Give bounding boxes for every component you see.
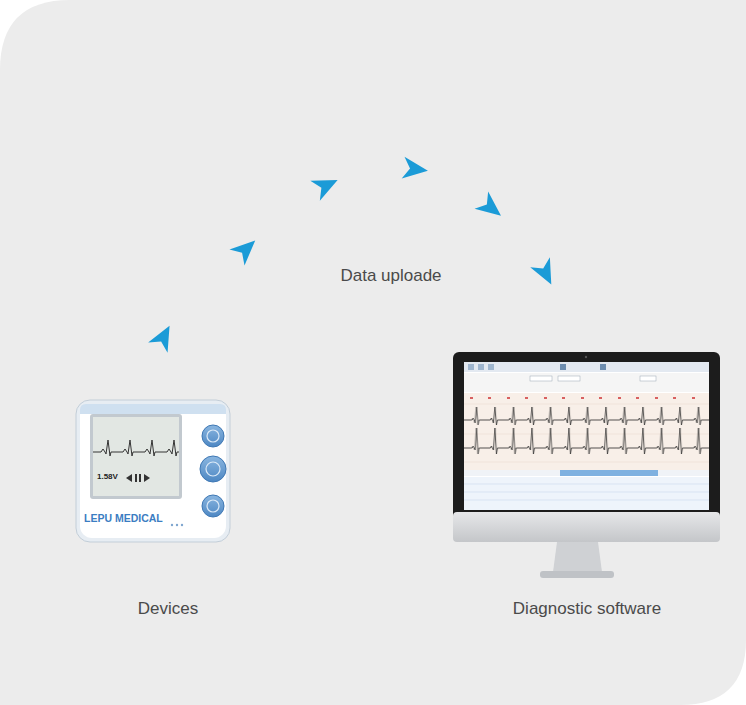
- device-figure-part: [93, 430, 179, 460]
- device-figure-part: [90, 414, 182, 499]
- monitor-figure-part: [464, 477, 709, 510]
- arrow-chevron: [530, 257, 561, 289]
- monitor-figure-part: [468, 364, 474, 370]
- arrow-chevron: [229, 232, 262, 265]
- monitor-figure-part: [464, 362, 709, 510]
- monitor-figure-part: [464, 393, 709, 470]
- device-figure-part: [76, 400, 230, 542]
- monitor-figure-part: [478, 364, 484, 370]
- monitor-figure-part: [464, 470, 709, 476]
- device-figure-part: [202, 495, 224, 517]
- monitor-figure-part: [640, 376, 656, 381]
- brand-label: LEPU MEDICAL: [84, 513, 163, 525]
- device-figure-part: [93, 417, 179, 496]
- arrow-chevron: [475, 192, 508, 225]
- device-figure-part: [80, 404, 226, 414]
- device-figure-part: [126, 474, 132, 482]
- device-figure-part: [135, 474, 137, 482]
- monitor-figure-part: [558, 376, 580, 381]
- monitor-figure-part: [470, 397, 695, 399]
- monitor-figure-part: [560, 470, 658, 476]
- monitor-figure-part: [560, 364, 566, 370]
- node-caption: Devices: [138, 599, 198, 619]
- monitor-figure-part: [464, 393, 709, 470]
- device-node: Devices: [70, 395, 266, 627]
- node-caption: Diagnostic software: [513, 599, 661, 619]
- device-figure-part: [181, 524, 183, 526]
- device-figure-part: [200, 456, 226, 482]
- monitor-figure-part: [453, 352, 720, 522]
- device-figure-part: [176, 524, 178, 526]
- monitor-figure-part: [464, 373, 709, 392]
- software-node: Diagnostic software: [450, 345, 724, 627]
- monitor-figure-part: [585, 356, 587, 358]
- device-figure-part: [139, 474, 141, 482]
- monitor-figure-part: [600, 364, 606, 370]
- arrow-chevron: [402, 157, 430, 182]
- edge-label: Data uploade: [337, 266, 444, 286]
- monitor-figure-part: [540, 571, 614, 578]
- monitor-figure-part: [453, 512, 720, 542]
- connector-path: [161, 168, 560, 395]
- monitor-figure: [453, 352, 720, 578]
- monitor-figure-part: [553, 542, 602, 572]
- upload-arrow: [148, 157, 561, 395]
- device-figure-part: [80, 404, 226, 538]
- arrow-chevron: [310, 170, 342, 201]
- arrow-chevron: [148, 320, 179, 352]
- monitor-figure-part: [464, 362, 709, 372]
- device-figure-part: [171, 524, 173, 526]
- voltage-label: 1.58V: [97, 473, 118, 482]
- device-figure-part: [206, 462, 220, 476]
- monitor-figure-part: [530, 376, 552, 381]
- device-figure-part: [207, 500, 219, 512]
- device-figure: [76, 400, 230, 542]
- device-figure-part: [144, 474, 150, 482]
- device-figure-part: [207, 430, 219, 442]
- monitor-figure-part: [488, 364, 494, 370]
- monitor-figure-part: [464, 484, 709, 500]
- device-figure-part: [202, 425, 224, 447]
